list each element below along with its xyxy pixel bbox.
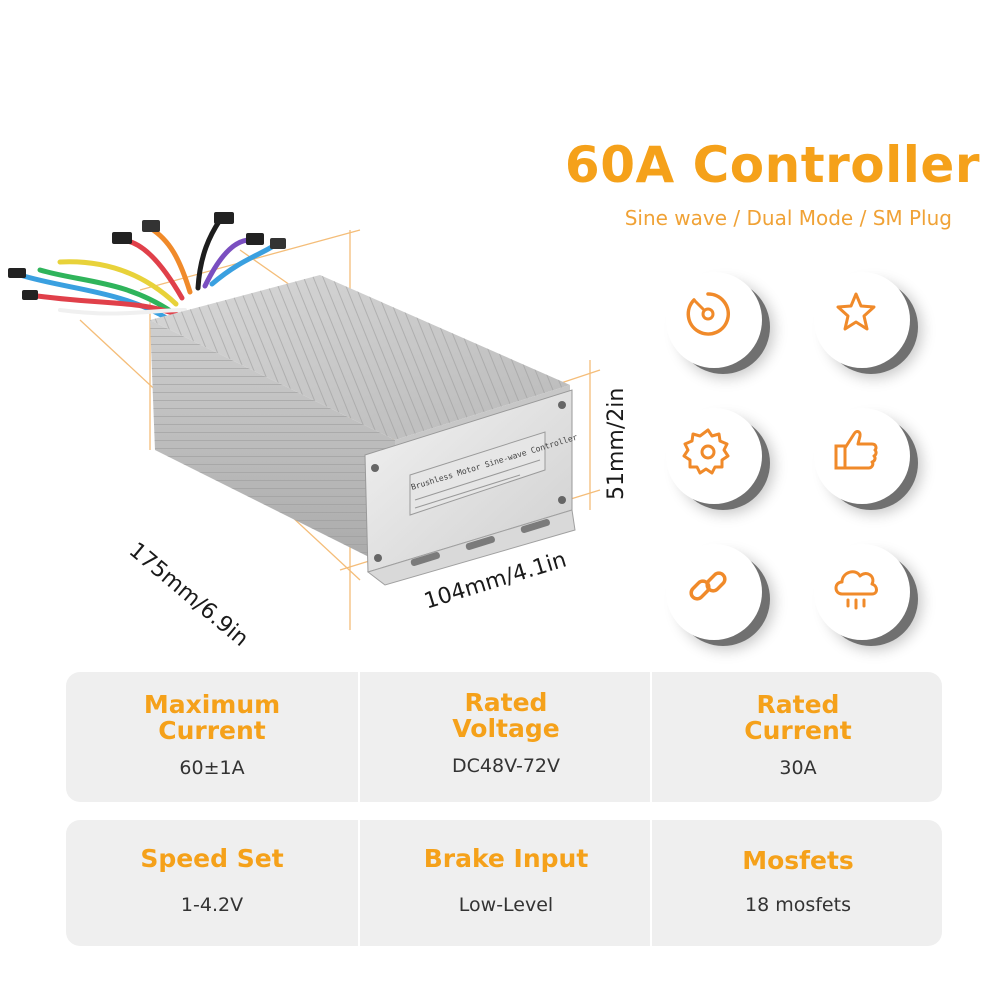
connectors	[8, 212, 286, 300]
spec-mosfets: Mosfets 18 mosfets	[650, 820, 944, 946]
feature-star	[814, 272, 910, 368]
product-title: 60A Controller	[564, 136, 980, 194]
height-dimension-label: 51mm/2in	[604, 387, 629, 500]
spec-value: 1-4.2V	[180, 894, 244, 917]
star-icon	[836, 292, 876, 331]
cloud-rain-icon	[834, 570, 878, 610]
spec-value: Low-Level	[458, 894, 554, 917]
spec-label: Rated Current	[744, 690, 852, 746]
feature-link	[666, 544, 762, 640]
spec-label: Mosfets	[742, 846, 854, 875]
spec-panel-row-1: Maximum Current 60±1A Rated Voltage DC48…	[66, 672, 942, 802]
spec-label: Maximum Current	[143, 690, 281, 746]
thumbs-up-icon	[834, 430, 878, 470]
speedometer-icon	[686, 292, 730, 336]
spec-maximum-current: Maximum Current 60±1A	[66, 672, 358, 802]
spec-speed-set: Speed Set 1-4.2V	[66, 820, 358, 946]
spec-rated-current: Rated Current 30A	[650, 672, 944, 802]
spec-rated-voltage: Rated Voltage DC48V-72V	[358, 672, 652, 802]
spec-value: 30A	[779, 756, 817, 779]
spec-label: Speed Set	[140, 844, 284, 873]
feature-thumbs-up	[814, 408, 910, 504]
controller-product-image: Brushless Motor Sine-wave Controller	[0, 200, 640, 640]
spec-brake-input: Brake Input Low-Level	[358, 820, 652, 946]
feature-cloud-rain	[814, 544, 910, 640]
spec-value: 18 mosfets	[745, 894, 851, 917]
spec-value: 60±1A	[179, 756, 245, 779]
spec-label: Brake Input	[423, 844, 589, 873]
spec-value: DC48V-72V	[452, 754, 560, 777]
gear-icon	[682, 428, 730, 475]
feature-gear	[666, 408, 762, 504]
wire-harness	[17, 217, 278, 323]
controller-illustration: Brushless Motor Sine-wave Controller	[8, 212, 601, 630]
product-subtitle: Sine wave / Dual Mode / SM Plug	[624, 206, 952, 230]
spec-label: Rated Voltage	[452, 688, 560, 744]
feature-speedometer	[666, 272, 762, 368]
link-icon	[689, 571, 727, 601]
spec-panel-row-2: Speed Set 1-4.2V Brake Input Low-Level M…	[66, 820, 942, 946]
